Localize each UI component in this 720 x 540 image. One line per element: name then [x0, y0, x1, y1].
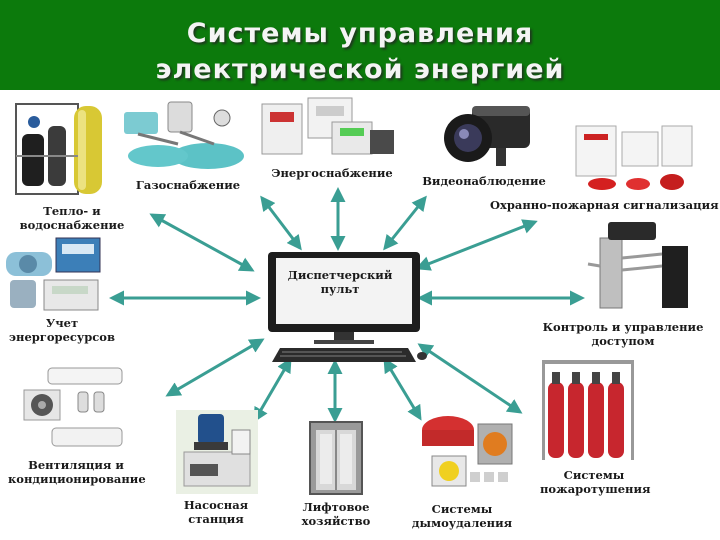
energy-meter-icon	[6, 237, 101, 311]
arrow-fire-alarm	[415, 219, 538, 271]
center-label-line-1: Диспетчерский	[287, 268, 393, 282]
system-label-video: Видеонаблюдение	[422, 174, 546, 188]
alarm-panel-icon	[575, 125, 693, 190]
system-label-smoke: Системы дымоудаления	[411, 502, 513, 530]
turnstile-icon	[587, 222, 688, 309]
cctv-camera-icon	[444, 106, 530, 166]
center-label: Диспетчерский пульт	[282, 268, 398, 296]
smoke-exhaust-icon	[422, 416, 513, 487]
pump-icon	[176, 410, 258, 494]
system-label-access: Контроль и управление доступом	[542, 320, 704, 348]
system-label-power: Энергоснабжение	[271, 166, 393, 180]
computer-workstation-icon	[268, 252, 427, 362]
water-treatment-icon	[15, 103, 102, 195]
arrow-smoke	[383, 357, 422, 421]
electrical-panel-icon	[261, 97, 394, 155]
arrow-water	[149, 213, 255, 272]
page-title-line-1: Системы управления	[186, 18, 534, 49]
arrow-pump	[253, 357, 292, 423]
system-label-elevator: Лифтовое хозяйство	[301, 500, 371, 528]
title-banner: Системы управления электрической энергие…	[0, 0, 720, 90]
fire-extinguisher-cylinders-icon	[542, 360, 634, 460]
air-conditioner-icon	[23, 367, 123, 447]
center-label-line-2: пульт	[320, 282, 360, 296]
gas-equipment-icon	[124, 101, 244, 169]
arrow-fire-ext	[417, 343, 523, 414]
elevator-icon	[309, 421, 363, 495]
system-label-fire-ext: Системы пожаротушения	[540, 468, 651, 496]
system-label-water: Тепло- и водоснабжение	[19, 204, 125, 232]
page-title-line-2: электрической энергией	[155, 54, 565, 85]
system-label-metering: Учет энергоресурсов	[9, 316, 115, 344]
system-label-gas: Газоснабжение	[135, 178, 241, 192]
arrow-hvac	[165, 338, 265, 397]
system-label-fire-alarm: Охранно-пожарная сигнализация	[490, 198, 719, 212]
system-label-hvac: Вентиляция и кондиционирование	[8, 458, 146, 486]
arrow-video	[383, 195, 427, 251]
arrow-gas	[260, 195, 302, 251]
system-label-pump: Насосная станция	[183, 498, 249, 526]
